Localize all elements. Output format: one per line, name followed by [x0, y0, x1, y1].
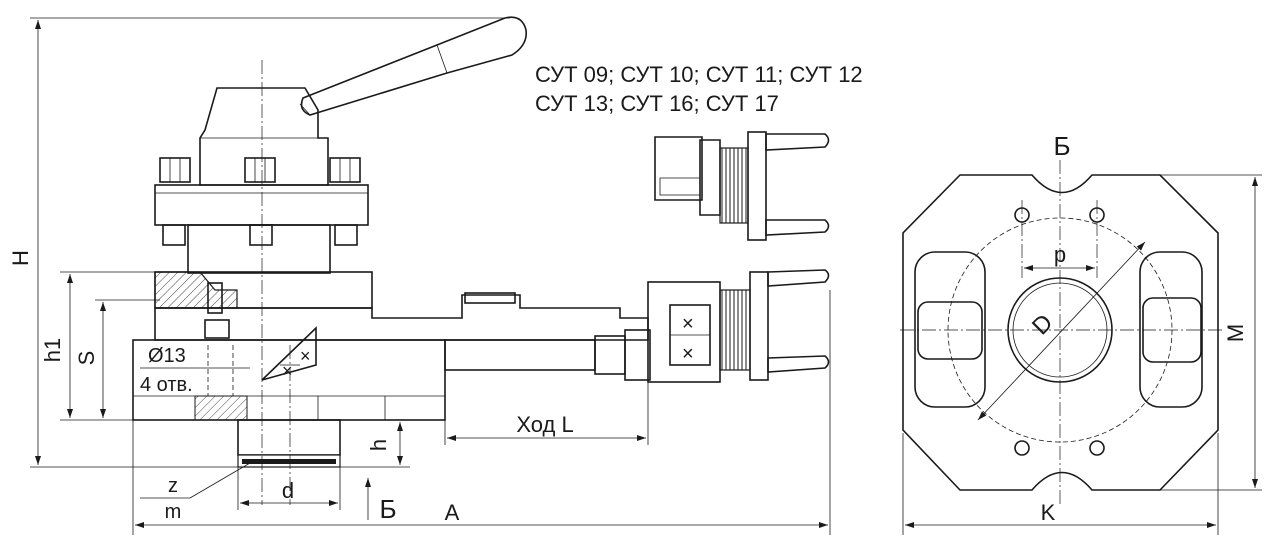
dim-p: p	[1054, 242, 1066, 267]
side-dimensions	[30, 17, 831, 535]
spigot	[237, 419, 341, 468]
bottom-nuts	[162, 224, 358, 246]
dim-holes-count: 4 отв.	[140, 374, 193, 396]
dim-D: D	[1027, 309, 1058, 340]
column-body	[187, 224, 331, 274]
dim-stroke: Ход L	[516, 412, 573, 437]
models-line1: СУТ 09; СУТ 10; СУТ 11; СУТ 12	[535, 62, 863, 87]
feed-box: × ×	[647, 269, 830, 383]
dim-A: A	[445, 500, 460, 525]
dim-z: z	[168, 475, 178, 497]
detail-view	[654, 131, 830, 241]
bottom-view	[900, 160, 1262, 535]
dim-m: m	[165, 501, 182, 523]
lever-handle	[299, 16, 528, 116]
dim-hole-dia: Ø13	[148, 345, 186, 367]
view-title: Б	[1053, 131, 1070, 161]
dim-M: M	[1223, 324, 1248, 342]
svg-text:×: ×	[282, 361, 293, 381]
view-arrow-label: Б	[379, 494, 396, 524]
tool-insert: × ×	[261, 326, 317, 381]
tool-head-plate	[154, 184, 369, 226]
lead-screw	[444, 329, 651, 381]
dim-d: d	[282, 478, 294, 503]
dim-h1: h1	[40, 338, 65, 362]
side-view: × × × ×	[132, 16, 830, 505]
top-nuts	[159, 157, 361, 183]
svg-text:×: ×	[682, 343, 694, 365]
dim-h: h	[366, 439, 391, 451]
models-line2: СУТ 13; СУТ 16; СУТ 17	[535, 91, 779, 116]
svg-text:×: ×	[682, 313, 694, 335]
clamp-cap	[199, 87, 329, 186]
insert-mark: ×	[300, 346, 311, 366]
dim-H: H	[8, 250, 33, 266]
middle-body	[154, 271, 373, 339]
dim-K: K	[1041, 500, 1056, 525]
dim-S: S	[74, 351, 99, 366]
